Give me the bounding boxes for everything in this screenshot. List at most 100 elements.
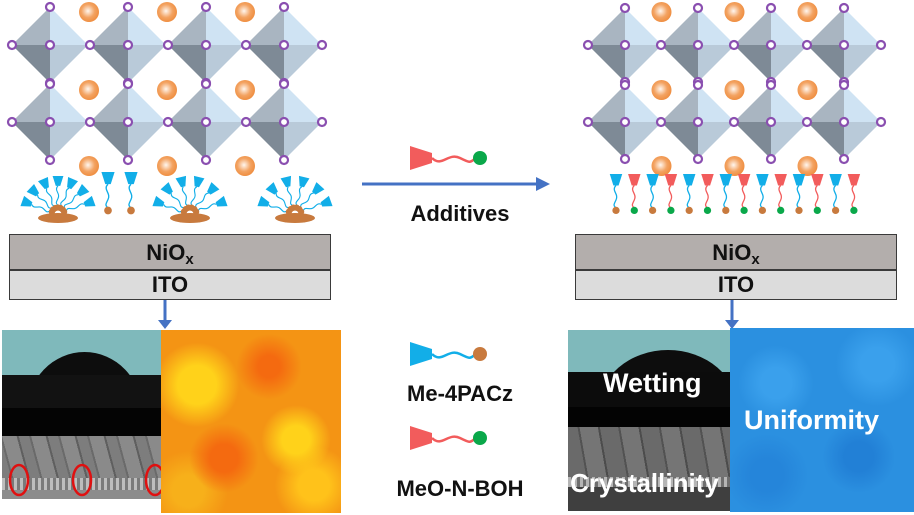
sam-molecule: [124, 172, 138, 215]
a-site-cation: [724, 80, 745, 100]
nio-subscript: x: [185, 251, 194, 268]
ito-label: ITO: [717, 272, 755, 297]
sam-molecule: [410, 342, 487, 366]
octahedron: [734, 8, 808, 82]
x-site-ion: [316, 116, 328, 128]
x-site-ion: [619, 79, 631, 91]
x-site-ion: [44, 1, 56, 13]
x-site-ion: [619, 116, 631, 128]
octahedron: [90, 84, 166, 160]
a-site-cation: [79, 80, 99, 100]
a-site-cation: [651, 2, 672, 22]
sam-molecule: [609, 174, 623, 215]
x-site-ion: [765, 39, 777, 51]
octahedron: [90, 7, 166, 83]
octahedron: [246, 7, 322, 83]
meo-n-boh-label: MeO-N-BOH: [396, 476, 524, 501]
a-site-cation: [235, 2, 255, 22]
sem-grains: [568, 427, 730, 477]
sam-molecule: [682, 174, 696, 215]
down-arrow-right: [725, 300, 739, 329]
x-site-ion: [692, 116, 704, 128]
me-4pacz-legend-icon: [410, 342, 487, 366]
a-site-cation: [651, 156, 672, 176]
wetting-label: Wetting: [603, 368, 702, 398]
octahedron: [12, 7, 88, 83]
a-site-cation: [797, 156, 818, 176]
nio-layer-left: NiOx: [9, 234, 331, 270]
a-site-cation: [79, 2, 99, 22]
sam-aggregated-left: [20, 172, 333, 223]
x-site-ion: [44, 39, 56, 51]
x-site-ion: [240, 39, 252, 51]
x-site-ion: [278, 1, 290, 13]
crystallinity-label: Crystallinity: [570, 468, 719, 498]
sam-ordered-right: [609, 174, 861, 215]
x-site-ion: [838, 2, 850, 14]
x-site-ion: [765, 79, 777, 91]
sam-molecule: [191, 182, 220, 213]
contact-angle-sem-right: [568, 330, 730, 511]
sam-molecule: [101, 172, 115, 215]
a-site-cation: [724, 2, 745, 22]
aggregate-core: [38, 213, 78, 223]
x-site-ion: [875, 116, 887, 128]
sam-molecule: [410, 426, 487, 450]
ito-layer-right: ITO: [575, 270, 897, 300]
aggregate-core: [170, 213, 210, 223]
a-site-cation: [797, 2, 818, 22]
x-site-ion: [162, 116, 174, 128]
a-site-cation: [651, 80, 672, 100]
a-site-cation: [235, 156, 255, 176]
aggregate-core: [275, 213, 315, 223]
nio-label: NiO: [146, 240, 186, 265]
x-site-ion: [278, 39, 290, 51]
sam-molecule: [829, 174, 842, 215]
octahedron: [807, 8, 881, 82]
pl-map-before: [161, 330, 341, 513]
octahedron: [168, 7, 244, 83]
sam-molecule: [811, 174, 824, 215]
x-site-ion: [728, 39, 740, 51]
a-site-cation: [79, 156, 99, 176]
x-site-ion: [619, 2, 631, 14]
sam-molecule: [410, 146, 487, 170]
additives-arrow: [362, 177, 550, 191]
x-site-ion: [801, 39, 813, 51]
x-site-ion: [655, 39, 667, 51]
x-site-ion: [122, 1, 134, 13]
x-site-ion: [619, 39, 631, 51]
ito-layer-left: ITO: [9, 270, 331, 300]
a-site-cation: [157, 80, 177, 100]
perovskite-lattice-left: [6, 1, 328, 176]
x-site-ion: [692, 79, 704, 91]
octahedron: [12, 84, 88, 160]
x-site-ion: [582, 39, 594, 51]
x-site-ion: [875, 39, 887, 51]
sam-molecule: [756, 174, 769, 215]
octahedron: [807, 85, 881, 159]
x-site-ion: [44, 154, 56, 166]
x-site-ion: [44, 116, 56, 128]
a-site-cation: [157, 156, 177, 176]
octahedron: [661, 8, 735, 82]
additives-label: Additives: [410, 201, 510, 226]
a-site-cation: [724, 156, 745, 176]
x-site-ion: [44, 78, 56, 90]
sam-molecule: [296, 182, 325, 213]
x-site-ion: [240, 116, 252, 128]
x-site-ion: [728, 116, 740, 128]
sam-molecule: [297, 195, 333, 215]
void-marker-2: [71, 463, 93, 497]
nio-subscript: x: [751, 251, 760, 268]
x-site-ion: [316, 39, 328, 51]
x-site-ion: [122, 39, 134, 51]
x-site-ion: [692, 39, 704, 51]
sam-molecule: [719, 174, 733, 215]
octahedron: [246, 84, 322, 160]
x-site-ion: [200, 1, 212, 13]
ito-label: ITO: [151, 272, 189, 297]
octahedron: [168, 84, 244, 160]
x-site-ion: [278, 78, 290, 90]
octahedron: [734, 85, 808, 159]
